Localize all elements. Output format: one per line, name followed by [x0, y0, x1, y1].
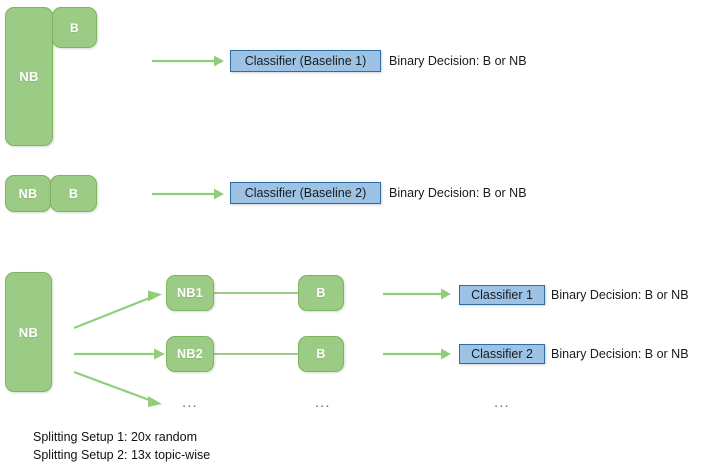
node-nb-baseline1: NB	[5, 7, 53, 146]
node-label: NB1	[177, 286, 203, 300]
arrow-branch2-classifier	[383, 348, 451, 360]
node-label: NB	[19, 69, 39, 84]
caption-text: Splitting Setup 1: 20x random	[33, 430, 197, 444]
arrow-branch1-classifier	[383, 288, 451, 300]
decision-text-branch2: Binary Decision: B or NB	[551, 347, 689, 361]
arrow-baseline1	[152, 55, 224, 67]
connector-branch2	[210, 353, 302, 355]
node-nb-source: NB	[5, 272, 52, 392]
node-label: B	[70, 20, 79, 35]
ellipsis-label: ...	[494, 394, 510, 411]
arrow-split-mid	[74, 348, 165, 360]
decision-label: Binary Decision: B or NB	[389, 186, 527, 200]
node-b-baseline1: B	[52, 7, 97, 48]
arrow-split-up	[73, 290, 162, 330]
node-b-baseline2: B	[50, 175, 97, 212]
decision-text-baseline2: Binary Decision: B or NB	[389, 186, 527, 200]
node-label: B	[316, 347, 326, 361]
classifier-label: Classifier 2	[471, 347, 533, 361]
decision-label: Binary Decision: B or NB	[551, 288, 689, 302]
decision-label: Binary Decision: B or NB	[389, 54, 527, 68]
ellipsis-nb-column: ...	[182, 395, 198, 410]
classifier-2[interactable]: Classifier 2	[459, 344, 545, 364]
connector-branch1	[210, 292, 302, 294]
arrow-baseline2	[152, 188, 224, 200]
node-nb1: NB1	[166, 275, 214, 311]
caption-line-2: Splitting Setup 2: 13x topic-wise	[33, 447, 210, 464]
decision-text-baseline1: Binary Decision: B or NB	[389, 54, 527, 68]
decision-label: Binary Decision: B or NB	[551, 347, 689, 361]
node-nb-baseline2: NB	[5, 175, 51, 212]
node-b-branch2: B	[298, 336, 344, 372]
node-label: NB	[18, 324, 39, 340]
ellipsis-b-column: ...	[315, 395, 331, 410]
classifier-baseline2[interactable]: Classifier (Baseline 2)	[230, 182, 381, 204]
ellipsis-label: ...	[182, 394, 198, 411]
node-b-branch1: B	[298, 275, 344, 311]
decision-text-branch1: Binary Decision: B or NB	[551, 288, 689, 302]
caption-line-1: Splitting Setup 1: 20x random	[33, 429, 197, 446]
node-label: NB	[18, 186, 38, 201]
classifier-label: Classifier (Baseline 2)	[244, 186, 367, 200]
classifier-label: Classifier (Baseline 1)	[244, 54, 367, 68]
node-nb2: NB2	[166, 336, 214, 372]
classifier-label: Classifier 1	[471, 288, 533, 302]
node-label: B	[316, 286, 326, 300]
ellipsis-label: ...	[315, 394, 331, 411]
classifier-baseline1[interactable]: Classifier (Baseline 1)	[230, 50, 381, 72]
node-label: B	[68, 186, 79, 201]
node-label: NB2	[177, 347, 203, 361]
caption-text: Splitting Setup 2: 13x topic-wise	[33, 448, 211, 462]
classifier-1[interactable]: Classifier 1	[459, 285, 545, 305]
ellipsis-classifier-column: ...	[494, 395, 510, 410]
arrow-split-down	[73, 370, 162, 407]
